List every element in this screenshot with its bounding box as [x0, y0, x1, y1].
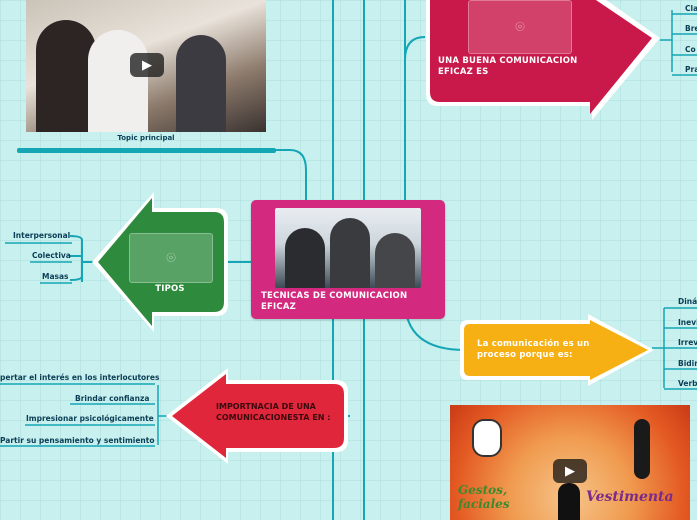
play-icon[interactable]: ▶	[553, 459, 587, 483]
proceso-title: La comunicación es un proceso porque es:	[477, 339, 590, 360]
buena-item[interactable]: Cla	[685, 4, 697, 13]
importancia-item[interactable]: Brindar confianza	[75, 394, 150, 403]
importancia-item[interactable]: Impresionar psicológicamente	[26, 414, 154, 423]
video-text-vestimenta: Vestimenta	[586, 489, 674, 505]
person-shape	[176, 35, 226, 132]
central-photo	[275, 208, 421, 288]
proceso-item[interactable]: Diná	[678, 297, 697, 306]
tipos-title: TIPOS	[155, 284, 185, 294]
importancia-item[interactable]: pertar el interés en los interlocutores	[0, 373, 160, 382]
cartoon-figure	[558, 483, 580, 520]
person-shape	[88, 30, 148, 132]
tipos-item[interactable]: Interpersonal	[13, 231, 71, 240]
buena-node-shape[interactable]	[420, 0, 665, 128]
importancia-item[interactable]: Partir su pensamiento y sentimiento	[0, 436, 155, 445]
person-shape	[330, 218, 370, 288]
proceso-item[interactable]: Bidir	[678, 359, 697, 368]
tipos-item[interactable]: Masas	[42, 272, 69, 281]
communication-video-thumbnail[interactable]: Gestos, faciales Vestimenta ▶	[450, 405, 690, 520]
camera-icon: ⌾	[166, 248, 176, 267]
video-text-gestos: Gestos, faciales	[458, 483, 510, 511]
topic-video-thumbnail[interactable]: ▶	[26, 0, 266, 132]
proceso-node-shape[interactable]	[460, 314, 656, 386]
camera-icon: ⌾	[515, 17, 525, 36]
proceso-item[interactable]: Verb	[678, 379, 697, 388]
tipos-item[interactable]: Colectiva	[32, 251, 71, 260]
camera-placeholder: ⌾	[468, 0, 572, 54]
central-node[interactable]: TECNICAS DE COMUNICACION EFICAZ	[251, 200, 445, 319]
cartoon-figure	[634, 419, 650, 479]
buena-title: UNA BUENA COMUNICACION EFICAZ ES	[438, 56, 578, 77]
play-icon[interactable]: ▶	[130, 53, 164, 77]
buena-item[interactable]: Pra	[685, 65, 697, 74]
camera-placeholder: ⌾	[129, 233, 213, 283]
importancia-title: IMPORTNACIA DE UNA COMUNICACIONESTA EN :	[216, 402, 331, 422]
central-title: TECNICAS DE COMUNICACION EFICAZ	[261, 291, 408, 312]
proceso-item[interactable]: Irrev	[678, 338, 697, 347]
person-shape	[285, 228, 325, 288]
importancia-node-shape[interactable]	[166, 368, 352, 464]
buena-item[interactable]: Co	[685, 45, 696, 54]
buena-item[interactable]: Bre	[685, 24, 697, 33]
cartoon-figure	[472, 419, 502, 457]
proceso-item[interactable]: Inevi	[678, 318, 697, 327]
person-shape	[36, 20, 96, 132]
tipos-node-shape[interactable]	[92, 192, 232, 334]
person-shape	[375, 233, 415, 288]
topic-caption: Topic principal	[117, 134, 175, 142]
